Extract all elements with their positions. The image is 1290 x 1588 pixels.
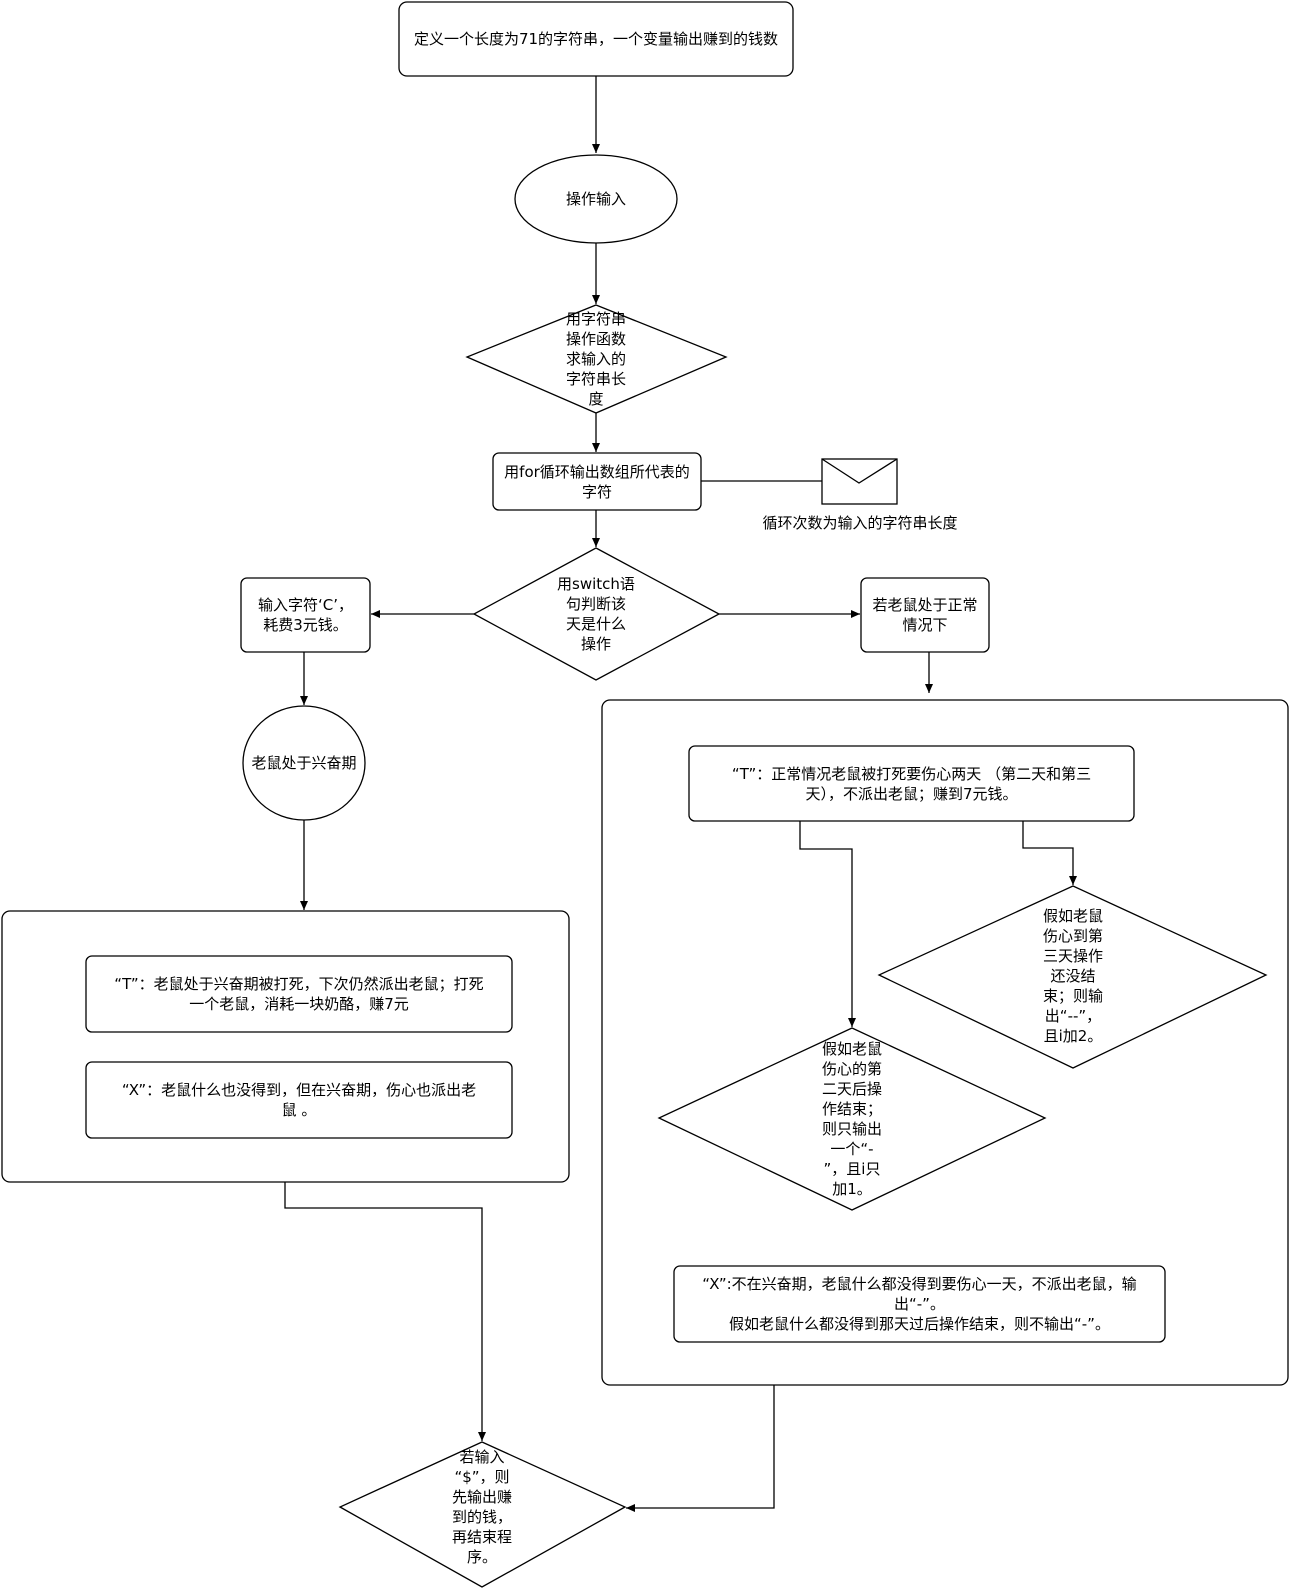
- excited-x-box: [85, 1061, 513, 1139]
- envelope-icon: [821, 458, 898, 505]
- normal-t-label: “T”：正常情况老鼠被打死要伤心两天 （第二天和第三 天），不派出老鼠；赚到7元…: [731, 764, 1092, 803]
- sad-day3-label: 假如老鼠 伤心到第 三天操作 还没结 束；则输 出“--”， 且i加2。: [1042, 907, 1103, 1045]
- switch-label: 用switch语 句判断该 天是什么 操作: [557, 575, 635, 653]
- excited-x-label: “X”：老鼠什么也没得到，但在兴奋期，伤心也派出老 鼠 。: [121, 1081, 477, 1119]
- normal-label: 若老鼠处于正常 情况下: [872, 596, 978, 634]
- excited-t-box: [85, 955, 513, 1033]
- loop-note-label: 循环次数为输入的字符串长度: [762, 514, 958, 532]
- normal-x-label: “X”:不在兴奋期，老鼠什么都没得到要伤心一天，不派出老鼠，输 出“-”。 假如…: [702, 1275, 1137, 1333]
- end-label: 若输入 “$”，则 先输出赚 到的钱， 再结束程 序。: [451, 1448, 512, 1566]
- for-loop-label: 用for循环输出数组所代表的 字符: [504, 462, 690, 501]
- sad-day2-label: 假如老鼠 伤心的第 二天后操 作结束； 则只输出 一个“- ”，且i只 加1。: [821, 1040, 882, 1198]
- excited-label: 老鼠处于兴奋期: [251, 754, 357, 772]
- normal-container: [601, 699, 1289, 1386]
- normal-box: [860, 577, 990, 653]
- edge-normal-t-to-day2: [799, 821, 856, 1027]
- edge-normal-container-to-end: [626, 1385, 775, 1512]
- end-diamond: [338, 1441, 627, 1588]
- normal-t-box: [688, 745, 1135, 822]
- strlen-label: 用字符串 操作函数 求输入的 字符串长 度: [565, 310, 626, 408]
- input-op-label: 操作输入: [565, 190, 626, 208]
- input-c-label: 输入字符‘C’， 耗费3元钱。: [257, 596, 353, 634]
- sad-day3-diamond: [877, 885, 1268, 1069]
- sad-day2-diamond: [657, 1027, 1047, 1211]
- switch-diamond: [472, 547, 721, 681]
- edge-excited-container-to-end: [284, 1182, 486, 1441]
- excited-container: [1, 910, 570, 1183]
- excited-t-label: “T”：老鼠处于兴奋期被打死，下次仍然派出老鼠；打死 一个老鼠，消耗一块奶酪，赚…: [114, 975, 484, 1013]
- edge-normal-t-to-day3: [1022, 821, 1077, 885]
- define-label: 定义一个长度为71的字符串，一个变量输出赚到的钱数: [413, 30, 779, 48]
- input-c-box: [240, 577, 371, 653]
- normal-x-box: [673, 1265, 1166, 1343]
